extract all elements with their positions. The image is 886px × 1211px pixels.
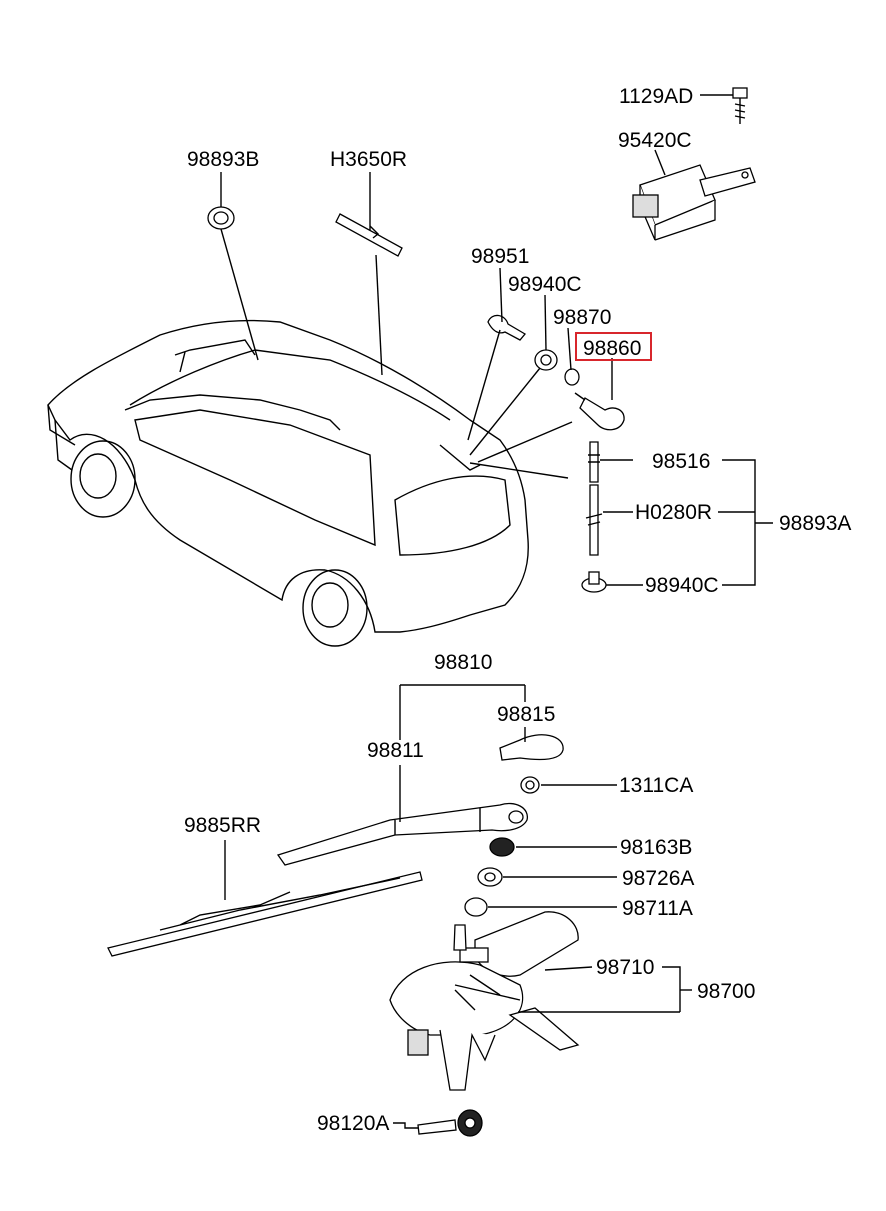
label-98893B[interactable]: 98893B <box>187 148 259 171</box>
wiper-motor-98710-icon <box>389 911 580 1091</box>
label-98940C-bottom[interactable]: 98940C <box>645 574 719 597</box>
grommet-98940C-top-icon <box>534 349 558 371</box>
leader-lines <box>220 94 773 1129</box>
label-98163B[interactable]: 98163B <box>620 836 692 859</box>
washer-98163B-icon <box>489 837 515 857</box>
label-98893A[interactable]: 98893A <box>779 512 851 535</box>
clip-98951-icon <box>487 314 526 341</box>
label-98120A[interactable]: 98120A <box>317 1112 389 1135</box>
label-1129AD[interactable]: 1129AD <box>619 85 693 108</box>
label-H0280R[interactable]: H0280R <box>635 501 712 524</box>
label-98811[interactable]: 98811 <box>367 739 424 762</box>
label-98870[interactable]: 98870 <box>553 306 611 329</box>
label-98726A[interactable]: 98726A <box>622 867 694 890</box>
label-98710[interactable]: 98710 <box>596 956 654 979</box>
label-98940C-top[interactable]: 98940C <box>508 273 582 296</box>
label-98815[interactable]: 98815 <box>497 703 555 726</box>
label-98516[interactable]: 98516 <box>652 450 710 473</box>
label-98711A[interactable]: 98711A <box>622 897 693 920</box>
cap-98815-icon <box>499 734 564 761</box>
nut-98726A-icon <box>477 867 503 887</box>
grommet-98893B-icon <box>207 206 235 230</box>
bolt-1129AD-icon <box>732 87 748 124</box>
bushing-98711A-icon <box>464 897 488 917</box>
relay-module-95420C-icon <box>632 164 756 241</box>
label-95420C[interactable]: 95420C <box>618 129 692 152</box>
label-98810[interactable]: 98810 <box>434 651 492 674</box>
bolt-98120A-icon <box>417 1109 483 1137</box>
label-9885RR[interactable]: 9885RR <box>184 814 261 837</box>
wiper-arm-98811-icon <box>276 802 528 866</box>
nozzle-98860-icon <box>574 392 625 431</box>
highlight-box <box>575 332 652 361</box>
label-98860[interactable]: 98860 <box>583 337 641 360</box>
label-98951[interactable]: 98951 <box>471 245 529 268</box>
connector-98516-icon <box>588 441 600 483</box>
nut-1311CA-icon <box>520 776 540 794</box>
label-98700[interactable]: 98700 <box>697 980 755 1003</box>
label-H3650R[interactable]: H3650R <box>330 148 407 171</box>
vehicle-outline <box>47 319 529 647</box>
hose-H3650R-icon <box>335 213 403 257</box>
label-1311CA[interactable]: 1311CA <box>619 774 693 797</box>
wiper-blade-9885RR-icon <box>107 871 423 957</box>
hose-H0280R-icon <box>585 484 603 556</box>
cap-98870-icon <box>564 368 580 386</box>
grommet-98940C-bottom-icon <box>581 571 607 593</box>
part-labels: 1129AD 95420C 98893B H3650R 98951 98940C… <box>184 85 851 1135</box>
